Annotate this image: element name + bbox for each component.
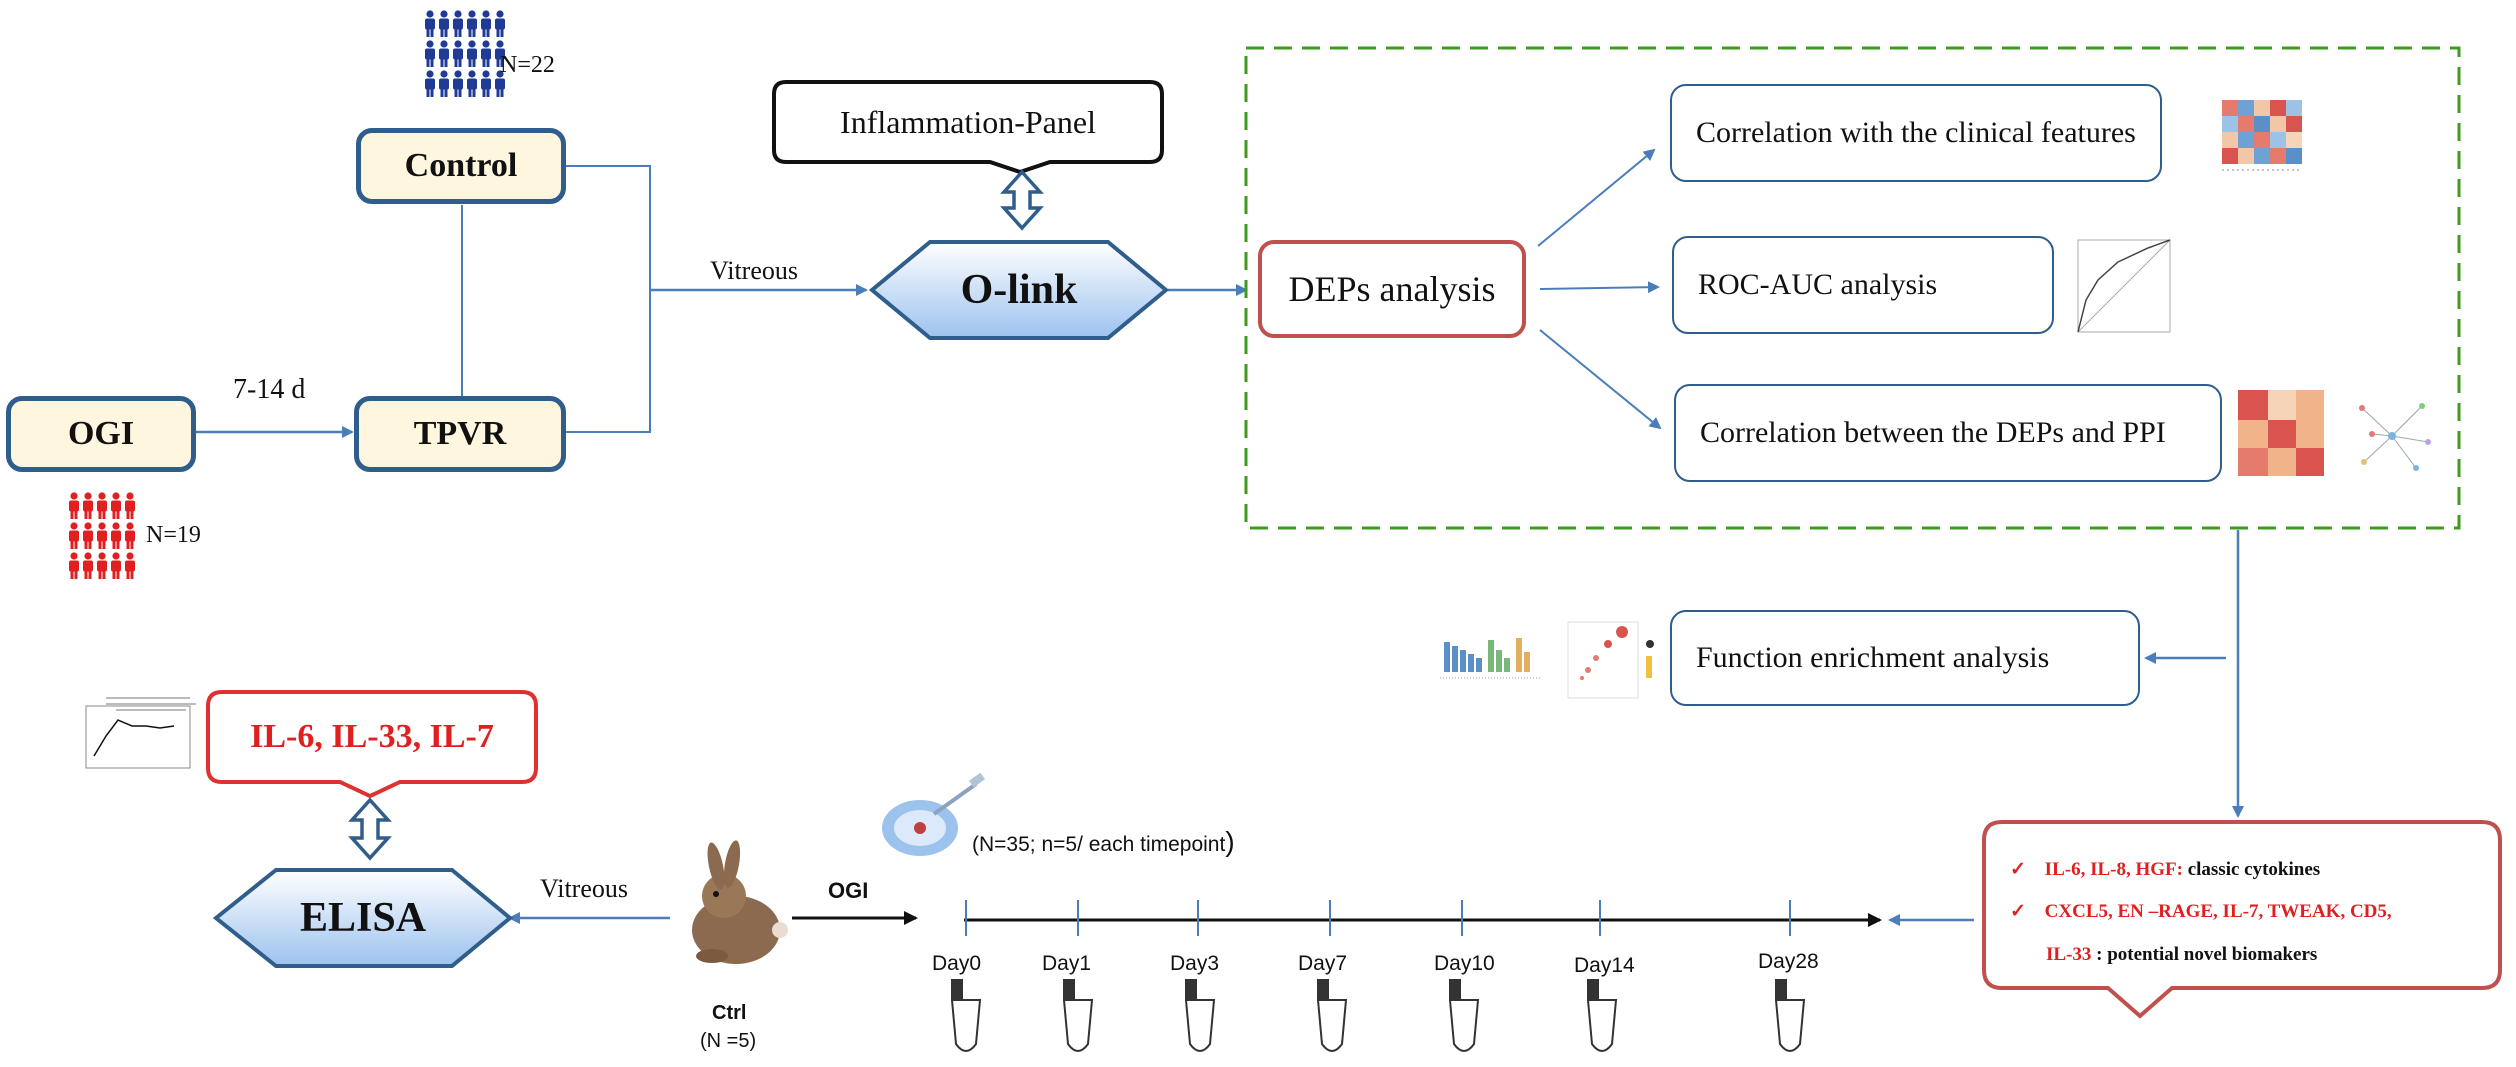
tpvr-box: TPVR <box>354 396 566 472</box>
panel-callout-shape <box>772 80 1164 175</box>
sample-note-close: ) <box>1225 826 1235 857</box>
day-label-28: Day28 <box>1758 950 1819 973</box>
day-label-10: Day10 <box>1434 952 1495 975</box>
eye-injection-icon <box>882 772 986 856</box>
bracket-groups <box>566 165 651 433</box>
day-label-3: Day3 <box>1170 952 1220 975</box>
control-label: Control <box>404 147 518 184</box>
olink-label: O-link <box>960 267 1078 313</box>
il-callout-label: IL-6, IL-33, IL-7 <box>250 718 494 755</box>
heatmap-thumbnail <box>2222 100 2302 171</box>
novel-biomarker-names: CXCL5, EN –RAGE, IL-7, TWEAK, CD5, <box>2044 901 2392 922</box>
ogi-count-label: N=19 <box>146 522 201 548</box>
vitreous-label-bottom: Vitreous <box>540 874 628 903</box>
ogi-box: OGI <box>6 396 196 472</box>
arrow-deps-roc <box>1539 281 1660 294</box>
novel-biomarker-label: : potential novel biomakers <box>2091 944 2318 965</box>
control-count-label: N=22 <box>500 52 555 78</box>
roc-auc-label: ROC-AUC analysis <box>1698 268 1938 301</box>
results-line-3: IL-33 : potential novel biomakers <box>2046 944 2317 966</box>
interval-label: 7-14 d <box>233 374 306 405</box>
classic-cytokines-names: IL-6, IL-8, HGF: <box>2044 859 2183 880</box>
enrichment-bubble-thumbnail <box>1567 621 1654 699</box>
inflammation-panel-label: Inflammation-Panel <box>840 103 1096 140</box>
day-label-1: Day1 <box>1042 952 1092 975</box>
roc-curve-thumbnail <box>2077 239 2171 333</box>
elisa-label: ELISA <box>299 895 427 941</box>
tube-icon-day7 <box>1316 979 1348 1052</box>
novel-biomarker-il33: IL-33 <box>2046 944 2092 965</box>
results-line-1: ✓ IL-6, IL-8, HGF: classic cytokines <box>2010 858 2320 881</box>
il-callout-shape <box>206 690 538 799</box>
double-arrow-icon <box>1000 169 1044 231</box>
tube-icon-day14 <box>1586 979 1618 1052</box>
sample-note-text: (N=35; n=5/ each timepoint <box>972 833 1226 856</box>
tube-icon-day28 <box>1774 979 1806 1052</box>
results-callout-shape <box>1982 820 2502 1019</box>
day-label-14: Day14 <box>1574 954 1635 977</box>
ppi-heatmap-thumbnail <box>2238 390 2324 476</box>
elisa-line-thumbnail <box>85 697 196 769</box>
check-icon: ✓ <box>2010 901 2026 922</box>
elisa-label-wrap: ELISA <box>216 870 510 966</box>
enrichment-bar-thumbnail <box>1440 638 1540 679</box>
function-enrichment-box: Function enrichment analysis <box>1670 610 2140 706</box>
olink-label-wrap: O-link <box>872 242 1166 338</box>
clinical-correlation-box: Correlation with the clinical features <box>1670 84 2162 182</box>
classic-cytokines-label: classic cytokines <box>2182 859 2321 880</box>
timeline-tubes <box>950 979 1806 1052</box>
ctrl-label: Ctrl <box>712 1002 747 1024</box>
analysis-dashed-frame <box>1244 46 2461 530</box>
il-callout-label-wrap: IL-6, IL-33, IL-7 <box>210 694 534 780</box>
rabbit-icon <box>692 840 788 964</box>
ctrl-count-label: (N =5) <box>700 1030 757 1052</box>
tube-icon-day10 <box>1448 979 1480 1052</box>
arrow-deps-clinical <box>1537 148 1656 247</box>
elisa-double-arrow-icon <box>348 797 392 861</box>
ppi-correlation-box: Correlation between the DEPs and PPI <box>1674 384 2222 482</box>
timeline-ticks <box>965 900 1791 936</box>
vitreous-label-top: Vitreous <box>710 256 798 285</box>
deps-analysis-label: DEPs analysis <box>1288 269 1496 309</box>
tube-icon-day3 <box>1184 979 1216 1052</box>
sample-note: (N=35; n=5/ each timepoint) <box>972 826 1235 858</box>
tpvr-label: TPVR <box>413 415 507 452</box>
function-enrichment-label: Function enrichment analysis <box>1696 641 2050 674</box>
ogi-label: OGI <box>67 415 135 452</box>
olink-hexagon <box>868 240 1170 340</box>
tube-icon-day1 <box>1062 979 1094 1052</box>
day-label-7: Day7 <box>1298 952 1348 975</box>
inflammation-panel-label-wrap: Inflammation-Panel <box>776 84 1160 160</box>
roc-auc-box: ROC-AUC analysis <box>1672 236 2054 334</box>
day-label-0: Day0 <box>932 952 982 975</box>
clinical-correlation-label: Correlation with the clinical features <box>1696 116 2136 149</box>
arrow-deps-ppi <box>1539 329 1662 430</box>
control-box: Control <box>356 128 566 204</box>
network-thumbnail <box>2359 403 2431 471</box>
deps-analysis-box: DEPs analysis <box>1258 240 1526 338</box>
ogi-arrow-label: OGI <box>828 878 869 903</box>
ppi-correlation-label: Correlation between the DEPs and PPI <box>1700 416 2166 449</box>
check-icon: ✓ <box>2010 859 2026 880</box>
elisa-hexagon <box>212 868 514 968</box>
tube-icon-day0 <box>950 979 982 1052</box>
results-line-2: ✓ CXCL5, EN –RAGE, IL-7, TWEAK, CD5, <box>2010 900 2392 923</box>
